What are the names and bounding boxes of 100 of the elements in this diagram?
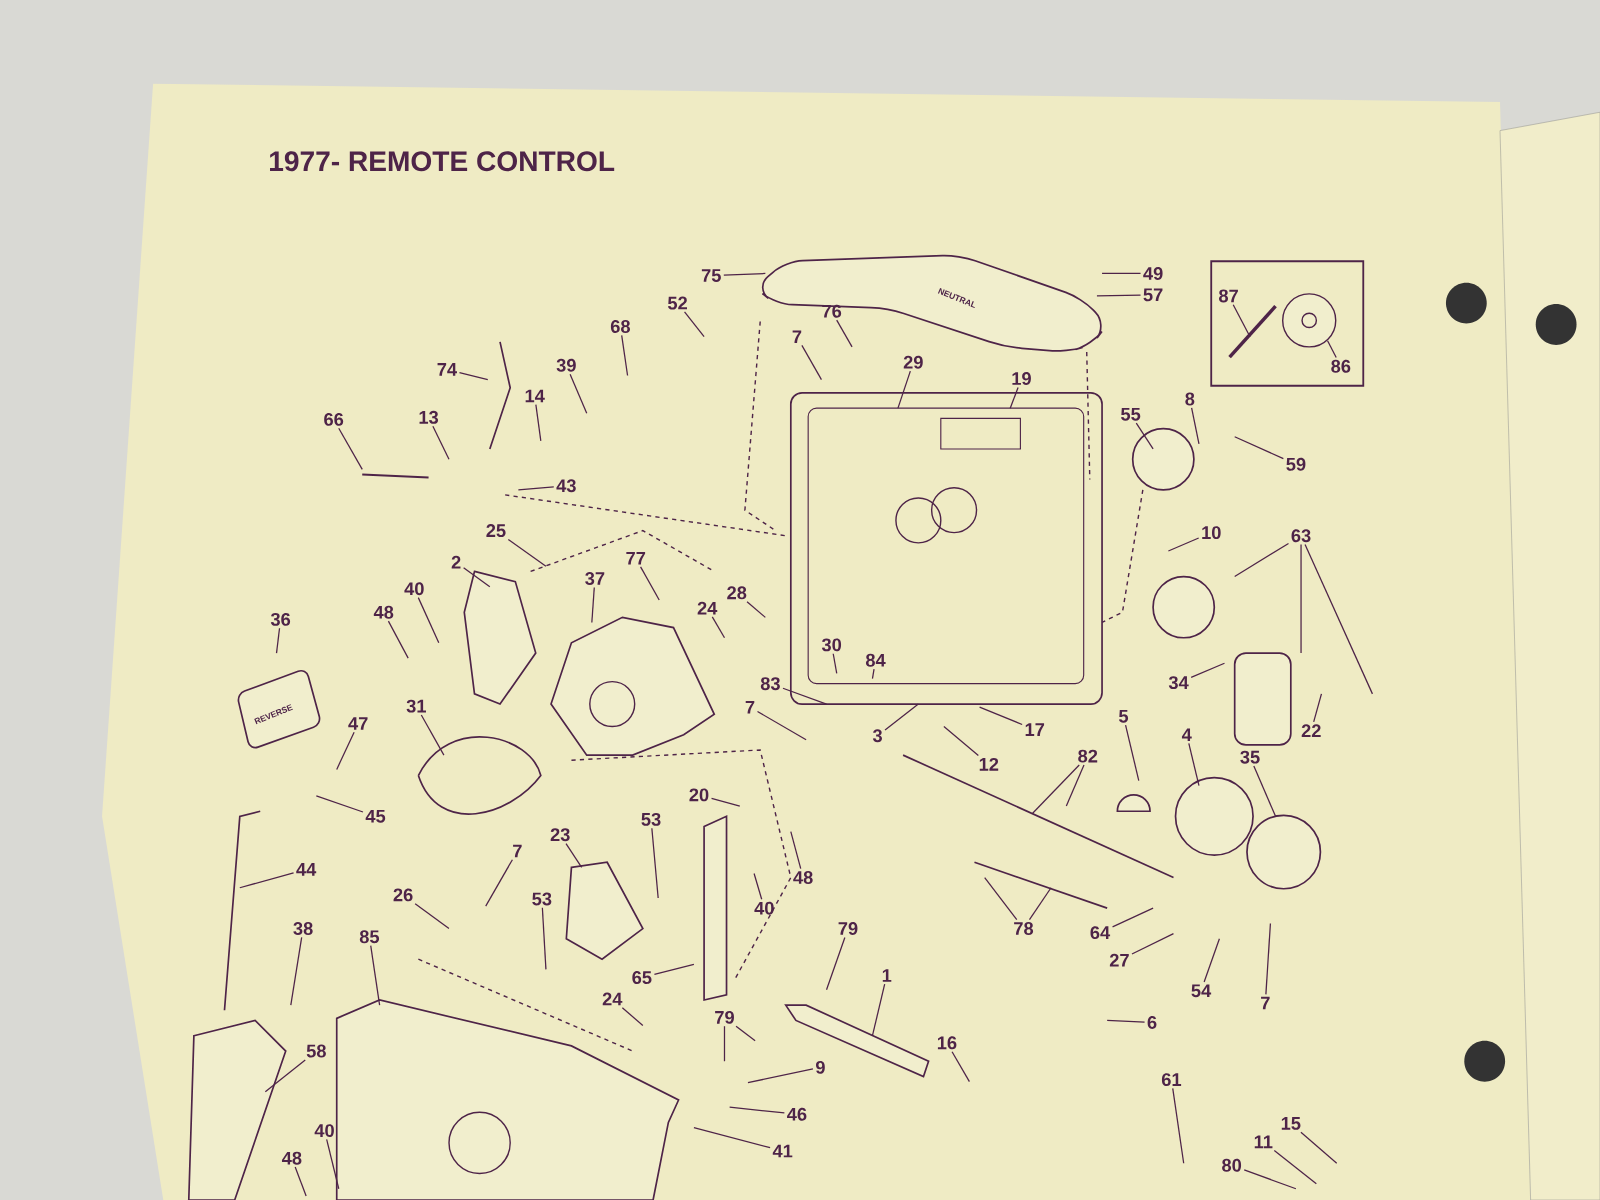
leader-line: [569, 373, 588, 414]
callout-number: 85: [359, 930, 380, 944]
callout-number: 53: [532, 892, 552, 906]
leader-line: [1273, 1149, 1317, 1185]
leader-line: [1243, 1169, 1297, 1190]
leader-line: [984, 876, 1018, 921]
leader-line: [264, 1059, 306, 1093]
leader-line: [836, 319, 853, 348]
callout-number: 1: [882, 969, 892, 982]
callout-number: 46: [787, 1107, 807, 1121]
callout-number: 4: [1181, 728, 1192, 741]
leader-line: [458, 371, 489, 381]
leader-line: [1300, 1131, 1338, 1164]
callout-number: 65: [632, 971, 652, 985]
callout-number: 34: [1168, 676, 1189, 690]
leader-line: [387, 620, 409, 659]
leader-line: [517, 486, 555, 491]
callout-number: 12: [979, 757, 999, 771]
callout-number: 35: [1240, 750, 1260, 764]
leader-line: [1172, 1087, 1185, 1164]
callout-number: 78: [1014, 922, 1034, 936]
leader-line: [507, 538, 547, 567]
leader-line: [1203, 938, 1221, 983]
callout-number: 63: [1291, 529, 1311, 543]
leader-line: [1106, 1019, 1146, 1023]
callout-number: 13: [419, 410, 439, 424]
callout-number: 17: [1025, 723, 1045, 736]
leader-line: [1300, 543, 1302, 654]
callout-number: 43: [556, 479, 576, 493]
leader-line: [1253, 765, 1277, 817]
callout-number: 36: [270, 612, 291, 626]
leader-line: [832, 653, 838, 675]
leader-line: [1135, 422, 1154, 450]
leader-line: [1188, 742, 1200, 787]
leader-line: [1131, 933, 1175, 955]
leader-line: [723, 272, 766, 276]
leader-line: [1167, 537, 1200, 552]
inset-frame: [1210, 260, 1365, 387]
callout-number: 28: [727, 586, 747, 600]
leader-line: [275, 627, 281, 654]
callout-number: 6: [1147, 1015, 1157, 1029]
leader-line: [1009, 386, 1019, 409]
leader-line: [693, 1126, 771, 1149]
leader-line: [462, 567, 491, 588]
leader-line: [1232, 304, 1251, 338]
callout-number: 40: [404, 582, 424, 596]
callout-number: 61: [1161, 1073, 1182, 1087]
callout-number: 64: [1090, 926, 1111, 940]
callout-number: 16: [937, 1036, 957, 1050]
callout-number: 7: [513, 844, 522, 858]
leader-line: [414, 903, 450, 930]
leader-line: [871, 668, 875, 680]
callout-number: 58: [306, 1044, 326, 1058]
callout-number: 44: [296, 863, 317, 876]
callout-number: 54: [1191, 984, 1212, 998]
callout-number: 75: [701, 269, 721, 282]
callout-number: 23: [550, 828, 570, 842]
callout-number: 87: [1219, 289, 1238, 303]
leader-line: [432, 425, 450, 460]
leader-line: [978, 706, 1023, 726]
leader-line: [683, 311, 705, 338]
title: 1977- REMOTE CONTROL: [270, 151, 615, 172]
leader-line: [290, 936, 303, 1006]
leader-line: [420, 714, 445, 756]
callout-number: 24: [697, 601, 718, 615]
callout-number: 39: [556, 358, 576, 372]
leader-line: [1111, 907, 1154, 928]
leader-line: [735, 1025, 756, 1042]
leader-line: [1124, 724, 1140, 782]
callout-number: 52: [668, 296, 687, 310]
callout-number: 7: [745, 700, 755, 714]
leader-line: [711, 616, 726, 639]
callout-number: 31: [406, 699, 426, 713]
leader-line: [897, 370, 911, 409]
callout-number: 22: [1301, 724, 1321, 737]
callout-number: 20: [689, 788, 709, 802]
callout-number: 66: [324, 412, 344, 426]
leader-line: [1032, 764, 1080, 814]
callout-number: 79: [715, 1010, 734, 1024]
callout-number: 83: [760, 677, 780, 691]
leader-line: [294, 1166, 307, 1197]
callout-number: 48: [281, 1151, 302, 1165]
leader-line: [565, 842, 583, 868]
leader-line: [541, 907, 547, 971]
leader-line: [871, 983, 886, 1037]
leader-line: [336, 731, 355, 771]
leader-line: [756, 710, 807, 741]
leader-line: [326, 1138, 340, 1190]
callout-number: 29: [903, 355, 923, 369]
callout-number: 77: [626, 551, 646, 565]
leader-line: [1326, 340, 1337, 359]
leader-line: [782, 687, 828, 705]
leader-line: [1065, 764, 1085, 807]
callout-number: 37: [585, 572, 605, 586]
callout-number: 24: [602, 992, 623, 1006]
callout-number: 8: [1185, 392, 1195, 406]
callout-number: 14: [525, 389, 545, 403]
leader-line: [639, 566, 660, 601]
leader-line: [753, 872, 763, 900]
callout-number: 48: [373, 605, 394, 619]
